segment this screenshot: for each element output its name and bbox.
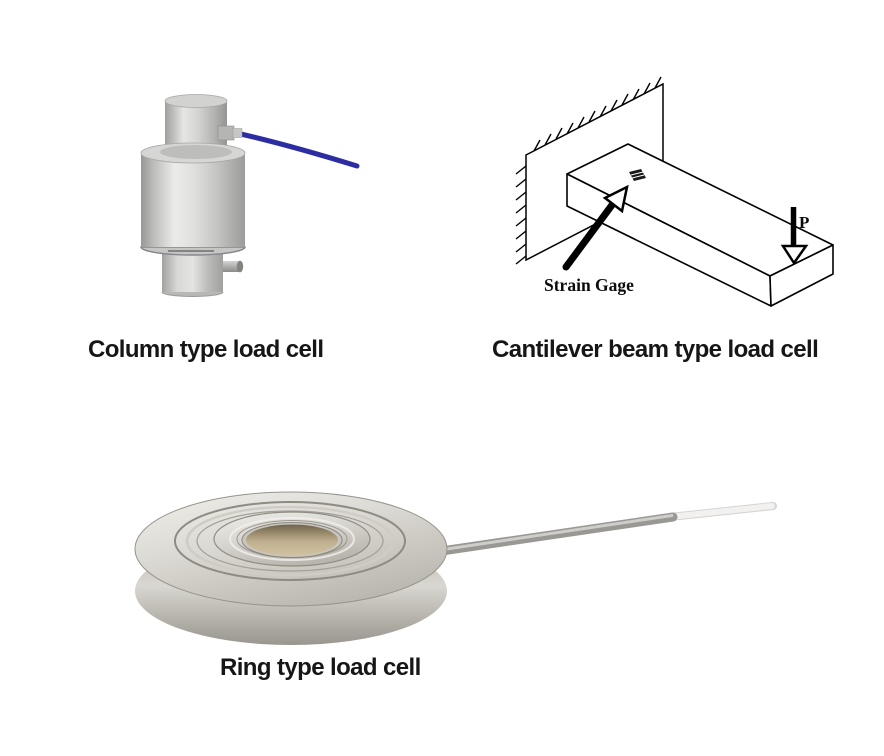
strain-gage-icon	[629, 169, 646, 181]
cable-connector	[217, 125, 243, 141]
force-arrow	[780, 207, 809, 266]
side-nub	[223, 261, 240, 272]
center-hole	[246, 524, 338, 556]
ring-groove-outer	[174, 501, 406, 581]
main-body	[140, 142, 246, 256]
ring-groove-inner	[196, 510, 384, 572]
cantilever-diagram: Strain Gage P	[515, 76, 834, 307]
column-load-cell-illustration	[140, 94, 360, 297]
beam-end-face	[769, 244, 834, 307]
ring-groove-highlight	[185, 505, 395, 577]
blue-cable	[229, 129, 360, 169]
ring-body	[134, 491, 448, 645]
wall-hatching-left	[515, 165, 527, 265]
column-caption: Column type load cell	[88, 336, 324, 363]
cap-base-shadow	[160, 145, 232, 159]
force-label: P	[799, 213, 809, 232]
ring-cable	[423, 502, 777, 558]
strain-gage-label: Strain Gage	[544, 275, 634, 295]
wall-hatching-top	[533, 76, 662, 152]
top-cap	[164, 94, 228, 149]
ring-caption: Ring type load cell	[220, 654, 421, 681]
strain-gage-arrow	[562, 184, 629, 271]
ring-load-cell-illustration	[134, 491, 777, 645]
cantilever-caption: Cantilever beam type load cell	[492, 336, 819, 363]
